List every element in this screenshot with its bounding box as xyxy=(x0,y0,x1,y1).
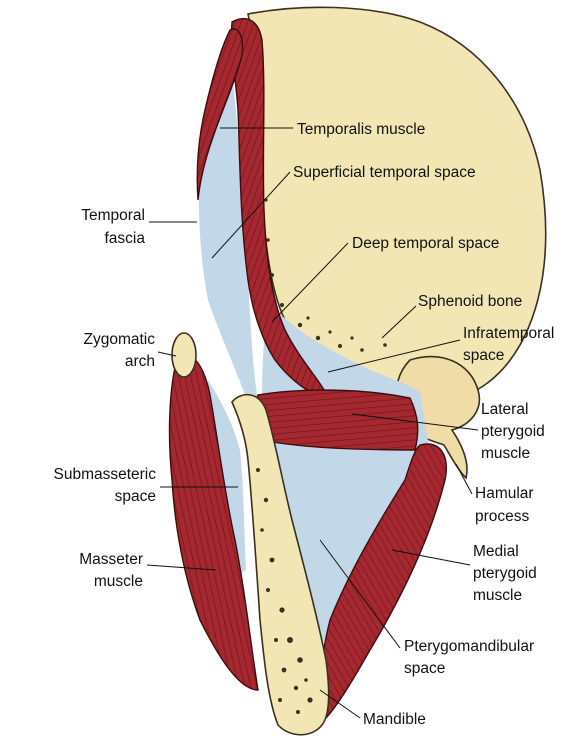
mandible-shape xyxy=(231,393,330,736)
temporal-fascia-band xyxy=(196,28,244,201)
leader-sphenoid-bone xyxy=(381,305,417,339)
leader-infratemporal-space xyxy=(327,339,461,373)
leader-mandible xyxy=(319,689,361,719)
leader-masseter-muscle xyxy=(146,564,217,571)
label-temporalis-muscle: Temporalis muscle xyxy=(297,121,425,138)
label-superficial-temporal-space: Superficial temporal space xyxy=(293,164,476,181)
leader-lines xyxy=(146,127,479,719)
leader-hamular-process xyxy=(455,463,473,495)
label-deep-temporal-space: Deep temporal space xyxy=(352,235,499,252)
leader-superficial-temporal-space xyxy=(211,171,291,259)
masseter-muscle-shape xyxy=(168,353,259,691)
lateral-pterygoid-shape xyxy=(254,389,419,451)
leader-medial-pterygoid-muscle xyxy=(391,549,471,566)
labels: Temporalis muscle Superficial temporal s… xyxy=(53,121,554,728)
zygomatic-arch-shape xyxy=(171,332,197,378)
label-sphenoid-bone: Sphenoid bone xyxy=(418,293,522,310)
label-mandible: Mandible xyxy=(363,711,426,728)
leader-pterygomandibular-space xyxy=(319,539,401,649)
superficial-temporal-space-area xyxy=(198,60,258,400)
leader-zygomatic-arch xyxy=(157,351,177,357)
leader-deep-temporal-space xyxy=(271,242,349,323)
skull-texture xyxy=(264,198,387,352)
mandible-texture xyxy=(256,468,313,714)
leader-lateral-pterygoid-muscle xyxy=(351,413,479,431)
